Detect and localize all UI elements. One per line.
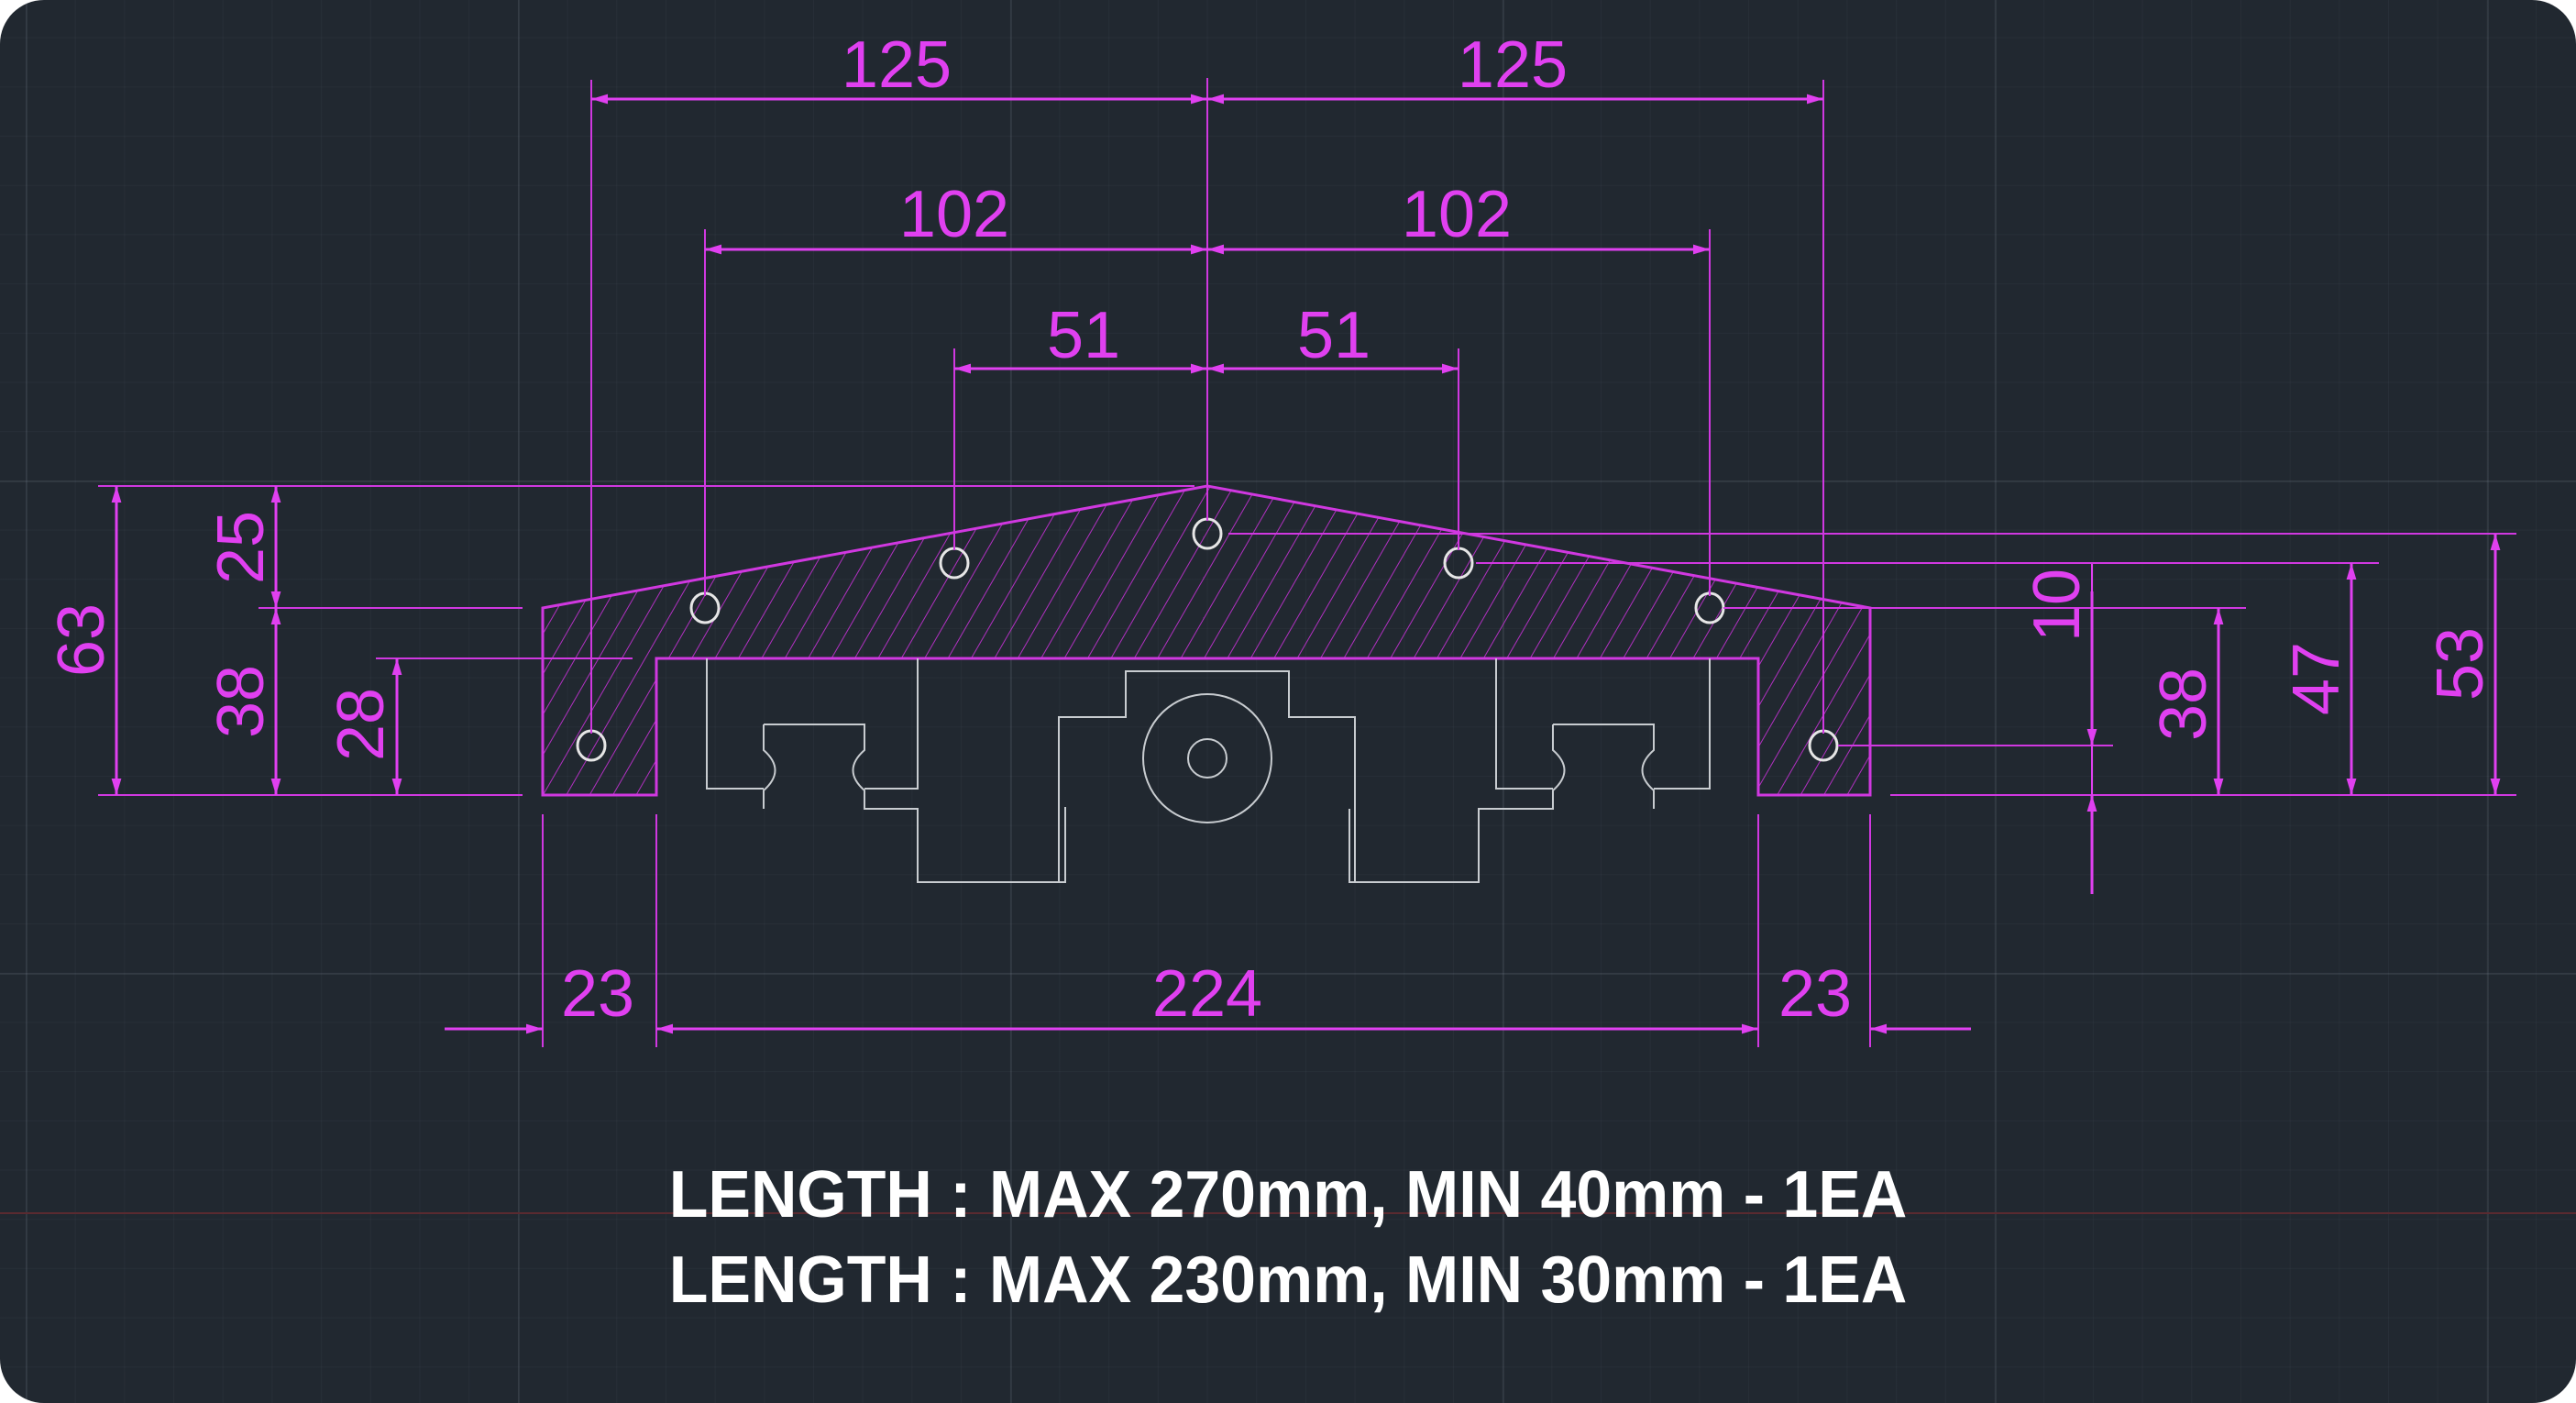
dim-label-25: 25 (204, 511, 278, 584)
dim-label-51-right: 51 (1297, 299, 1371, 372)
dim-label-10: 10 (2020, 569, 2094, 642)
dim-label-51-left: 51 (1047, 299, 1120, 372)
dim-label-28: 28 (325, 688, 398, 761)
dim-label-125-right: 125 (1458, 28, 1568, 102)
length-note-1: LENGTH : MAX 270mm, MIN 40mm - 1EA (668, 1158, 1908, 1232)
dim-label-23-right: 23 (1778, 957, 1852, 1031)
dim-label-23-left: 23 (561, 957, 634, 1031)
dim-label-53: 53 (2424, 627, 2497, 701)
dim-label-224: 224 (1152, 957, 1262, 1031)
dim-label-47: 47 (2280, 642, 2353, 715)
dim-label-102-left: 102 (899, 178, 1009, 251)
dim-label-102-right: 102 (1402, 178, 1512, 251)
dim-label-63: 63 (45, 603, 118, 677)
dim-label-125-left: 125 (842, 28, 952, 102)
dimension-lines (111, 94, 2501, 1034)
bracket-section (541, 484, 1872, 797)
dim-label-38-right: 38 (2147, 668, 2220, 741)
length-note-2: LENGTH : MAX 230mm, MIN 30mm - 1EA (668, 1243, 1908, 1317)
rail-and-carriage-outline (706, 658, 1711, 883)
dim-label-38-left: 38 (204, 665, 278, 738)
